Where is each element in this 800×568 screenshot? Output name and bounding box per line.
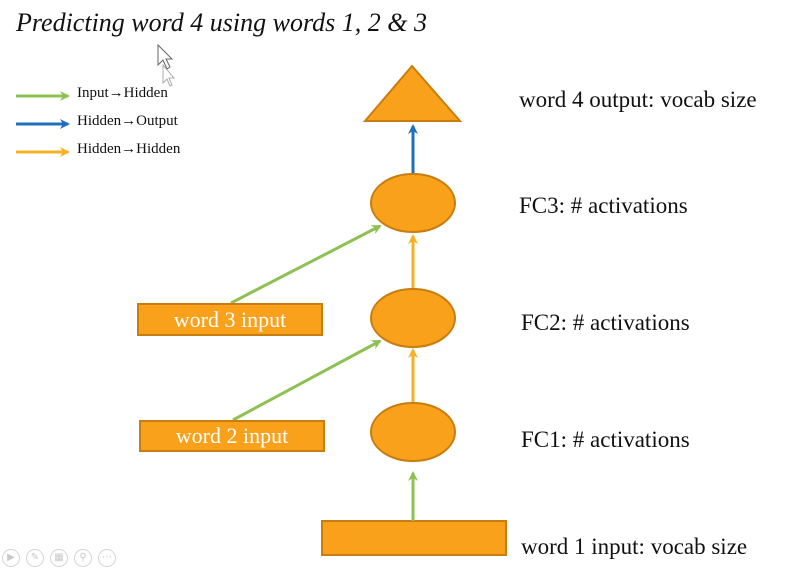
output-node (362, 64, 463, 122)
slide-toolbar: ▶ ✎ ▦ ⚲ ⋯ (0, 548, 152, 568)
output-label: word 4 output: vocab size (519, 87, 757, 112)
fc2-label: FC2: # activations (521, 310, 690, 335)
fc2-node (370, 288, 456, 348)
word2-input-node: word 2 input (139, 420, 325, 452)
fc3-node (370, 173, 456, 233)
word3-input-node: word 3 input (137, 303, 323, 336)
legend-label-input-hidden: Input→Hidden (77, 85, 168, 101)
page-title: Predicting word 4 using words 1, 2 & 3 (16, 8, 427, 37)
legend-label-hidden-output: Hidden→Output (77, 113, 178, 129)
fc3-label: FC3: # activations (519, 193, 688, 218)
word1-label: word 1 input: vocab size (521, 534, 748, 559)
more-icon[interactable]: ⋯ (98, 549, 116, 567)
fc1-node (370, 402, 456, 462)
arrow-word3-to-fc3 (230, 224, 382, 305)
word1-input-node (321, 520, 507, 556)
play-icon[interactable]: ▶ (2, 549, 20, 567)
fc1-label: FC1: # activations (521, 427, 690, 452)
legend-label-hidden-hidden: Hidden→Hidden (77, 141, 181, 157)
pen-icon[interactable]: ✎ (26, 549, 44, 567)
arrow-word2-to-fc2 (232, 339, 382, 422)
slides-icon[interactable]: ▦ (50, 549, 68, 567)
zoom-icon[interactable]: ⚲ (74, 549, 92, 567)
mouse-cursor-icon (157, 43, 176, 87)
